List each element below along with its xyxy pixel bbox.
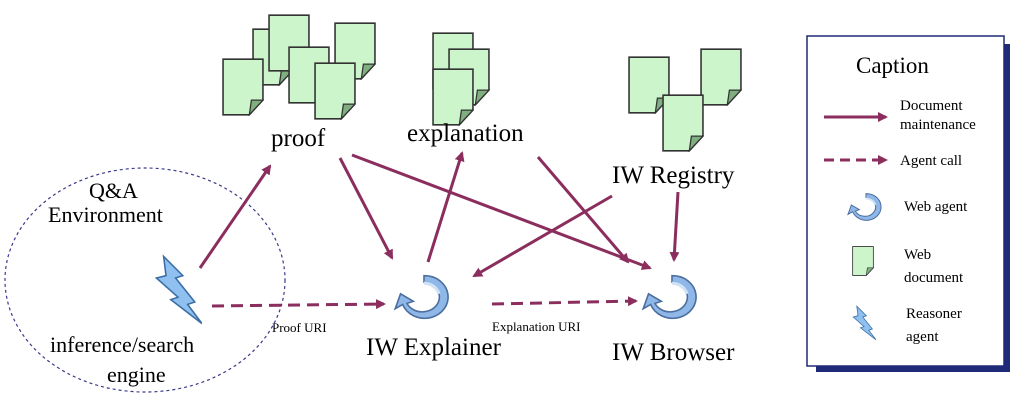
engine-label-line1: inference/search xyxy=(50,332,194,357)
caption-box: Caption Document maintenance Agent call … xyxy=(806,35,1010,372)
caption-item-3-line1: Web agent xyxy=(904,199,968,215)
proof-uri-label: Proof URI xyxy=(272,320,327,335)
arrow-engine-to-proof xyxy=(198,164,272,269)
caption-frame xyxy=(806,35,1005,367)
caption-item-1-line2: maintenance xyxy=(900,117,976,133)
registry-label: IW Registry xyxy=(612,162,735,189)
caption-item-1-line1: Document xyxy=(900,98,963,114)
proof-label: proof xyxy=(271,125,326,152)
caption-item-2-line1: Agent call xyxy=(900,153,962,169)
reasoner-bolt-icon xyxy=(155,255,202,325)
explanation-label: explanation xyxy=(407,120,524,147)
solid-arrows xyxy=(198,151,680,278)
caption-web-document-icon xyxy=(852,246,874,276)
explainer-label: IW Explainer xyxy=(366,334,502,361)
browser-agent-icon xyxy=(641,274,698,320)
caption-item-4-line1: Web xyxy=(904,247,931,263)
engine-label-line2: engine xyxy=(107,362,166,387)
caption-item-5-line2: agent xyxy=(906,329,939,345)
caption-title: Caption xyxy=(856,53,929,78)
arrow-explanation-to-browser xyxy=(536,156,630,264)
caption-item-4-line2: document xyxy=(904,270,964,286)
qa-label-line1: Q&A xyxy=(89,178,138,203)
proof-documents xyxy=(222,14,376,120)
arrow-explainer-to-browser xyxy=(491,296,638,307)
arrow-proof-to-explainer xyxy=(338,157,394,260)
browser-label: IW Browser xyxy=(612,339,735,366)
arrow-proof-to-browser xyxy=(351,153,652,270)
arrow-explainer-to-explanation xyxy=(426,151,465,263)
explanation-documents xyxy=(432,32,490,126)
explainer-agent-icon xyxy=(393,274,450,320)
qa-environment-boundary xyxy=(4,167,286,393)
arrow-registry-to-browser xyxy=(669,191,680,262)
explanation-uri-label: Explanation URI xyxy=(492,319,580,334)
dashed-arrows xyxy=(211,296,638,310)
arrow-registry-to-explainer xyxy=(472,194,613,278)
qa-label-line2: Environment xyxy=(48,202,163,227)
caption-item-5-line1: Reasoner xyxy=(906,306,962,322)
registry-documents xyxy=(628,48,742,152)
arrow-engine-to-explainer xyxy=(211,299,386,310)
